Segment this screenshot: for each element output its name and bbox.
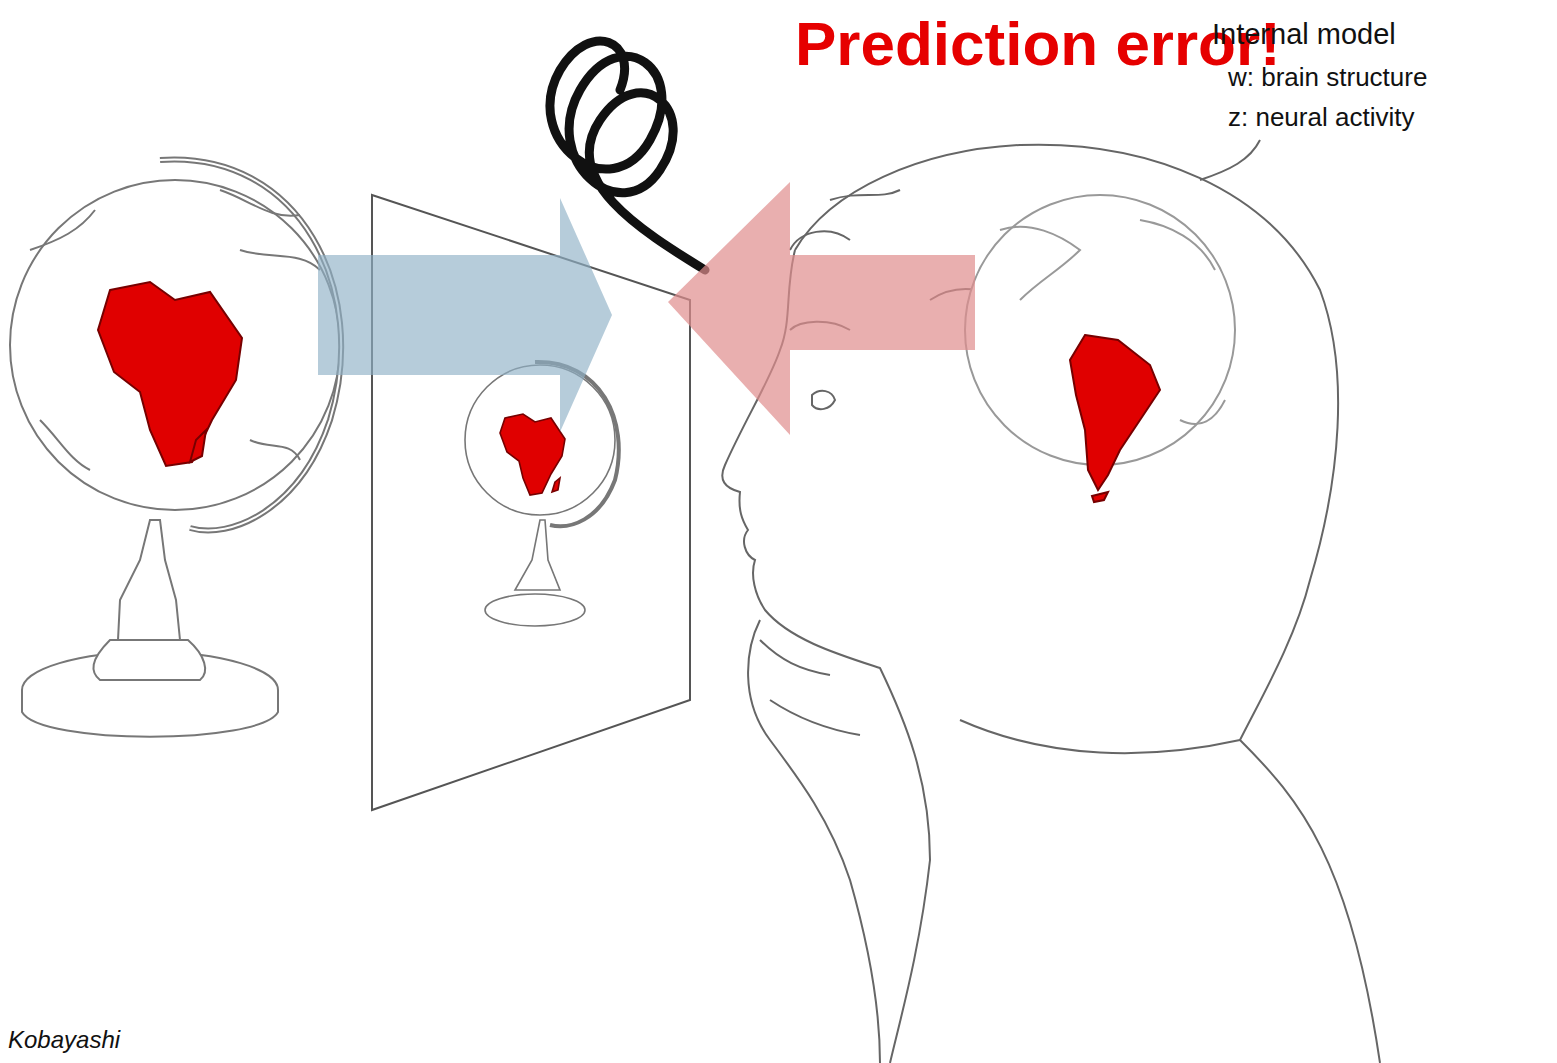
model-label: Internal model: [1212, 18, 1396, 51]
headline: Prediction error!: [795, 8, 1281, 79]
scribble: [550, 41, 705, 270]
internal-model-globe: [965, 195, 1235, 502]
input-arrow: [318, 198, 612, 432]
globe: [10, 159, 341, 736]
credit: Kobayashi: [8, 1026, 120, 1054]
variable-label: z: neural activity: [1228, 102, 1414, 133]
prediction-arrow: [668, 182, 975, 435]
variable-label: w: brain structure: [1228, 62, 1427, 93]
